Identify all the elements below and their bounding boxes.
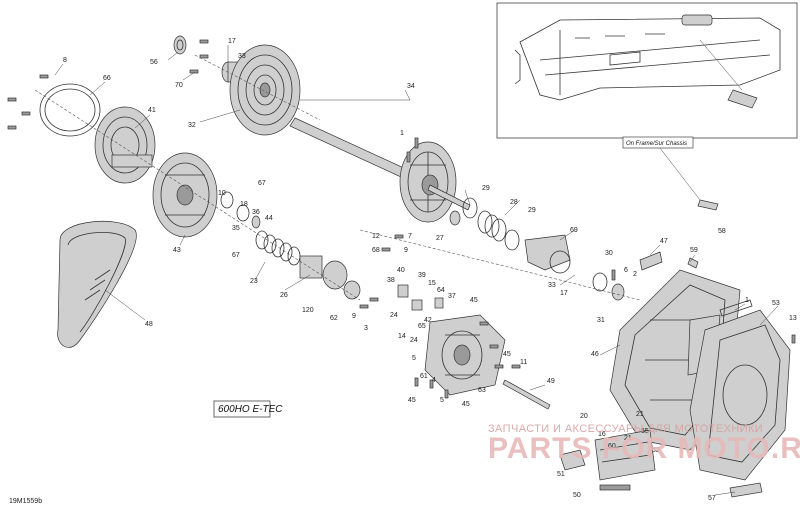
part-label: 24 xyxy=(410,337,418,344)
part-label: 68 xyxy=(372,247,380,254)
part-label: 31 xyxy=(597,317,605,324)
watermark: ЗАПЧАСТИ И АКСЕССУАРЫ ДЛЯ МОТОТЕХНИКИ PA… xyxy=(488,423,800,465)
inset-callout: On Frame/Sur Chassis xyxy=(626,141,687,147)
part-label: 4 xyxy=(432,377,436,384)
frame-inset: On Frame/Sur Chassis xyxy=(496,2,798,211)
part-label: 67 xyxy=(258,180,266,187)
part-label: 63 xyxy=(478,387,486,394)
part-label: 69 xyxy=(570,227,578,234)
part-label: 29 xyxy=(482,185,490,192)
part-label: 1 xyxy=(745,297,749,304)
part-label: 30 xyxy=(605,250,613,257)
chaincase-assembly xyxy=(359,284,551,410)
part-label: 33 xyxy=(548,282,556,289)
part-label: 53 xyxy=(772,300,780,307)
part-label: 3 xyxy=(364,325,368,332)
driven-pulley-assembly xyxy=(289,117,641,301)
part-label: 42 xyxy=(424,317,432,324)
part-label: 8 xyxy=(63,57,67,64)
model-label-text: 600HO E-TEC xyxy=(218,404,283,415)
part-label: 28 xyxy=(510,199,518,206)
watermark-tagline: ЗАПЧАСТИ И АКСЕССУАРЫ ДЛЯ МОТОТЕХНИКИ xyxy=(488,423,763,435)
part-label: 50 xyxy=(573,492,581,499)
part-label: 14 xyxy=(398,333,406,340)
part-label: 6 xyxy=(624,267,628,274)
part-label: 23 xyxy=(250,278,258,285)
part-label: 5 xyxy=(440,397,444,404)
part-label: 21 xyxy=(624,435,632,442)
part-label: 9 xyxy=(352,313,356,320)
part-label: 35 xyxy=(232,225,240,232)
part-label: 12 xyxy=(372,233,380,240)
part-label: 70 xyxy=(175,82,183,89)
part-label: 39 xyxy=(418,272,426,279)
part-label: 46 xyxy=(591,351,599,358)
belt-guard-assembly xyxy=(559,251,796,498)
part-label: 24 xyxy=(390,312,398,319)
figure-id: 19M1559b xyxy=(9,498,42,505)
part-label: 47 xyxy=(660,238,668,245)
part-label: 120 xyxy=(302,307,314,314)
driven-spring xyxy=(477,210,507,242)
leader-lines xyxy=(54,45,779,496)
part-label: 55 xyxy=(641,428,649,435)
watermark-logo: PARTS FOR MOTO.RU xyxy=(488,432,800,465)
part-label: 29 xyxy=(528,207,536,214)
part-label: 38 xyxy=(387,277,395,284)
part-label: 59 xyxy=(690,247,698,254)
part-label: 32 xyxy=(188,122,196,129)
part-label: 16 xyxy=(598,431,606,438)
part-label: 17 xyxy=(228,38,236,45)
part-label: 52 xyxy=(652,447,660,454)
part-label: 27 xyxy=(436,235,444,242)
part-label: 56 xyxy=(150,59,158,66)
part-label: 62 xyxy=(330,315,338,322)
part-label: 40 xyxy=(397,267,405,274)
part-label: 26 xyxy=(280,292,288,299)
part-label: 57 xyxy=(708,495,716,502)
part-label: 45 xyxy=(470,297,478,304)
part-label: 2 xyxy=(633,271,637,278)
part-label: 41 xyxy=(148,107,156,114)
part-label: 36 xyxy=(252,209,260,216)
part-label: 11 xyxy=(520,359,527,366)
part-label: 61 xyxy=(420,373,428,380)
part-label: 34 xyxy=(407,83,415,90)
part-label: 60 xyxy=(608,443,616,450)
part-label: 18 xyxy=(240,201,248,208)
part-label: 49 xyxy=(547,378,555,385)
part-label: 66 xyxy=(103,75,111,82)
part-label: 13 xyxy=(789,315,797,322)
part-label: 45 xyxy=(462,401,470,408)
part-label: 21 xyxy=(636,411,644,418)
drive-pulley-assembly xyxy=(7,35,361,301)
part-label: 51 xyxy=(557,471,565,478)
part-label: 45 xyxy=(503,351,511,358)
part-label: 33 xyxy=(238,53,246,60)
model-label: 600HO E-TEC xyxy=(213,400,283,418)
part-label: 15 xyxy=(428,280,436,287)
part-label: 43 xyxy=(173,247,181,254)
part-label: 44 xyxy=(265,215,273,222)
part-label: 37 xyxy=(448,293,456,300)
part-label: 17 xyxy=(560,290,568,297)
part-label: 9 xyxy=(404,247,408,254)
part-label: 48 xyxy=(145,321,153,328)
part-labels: 17 33 56 70 32 8 66 41 34 1 67 10 18 36 … xyxy=(63,38,797,502)
drive-spring xyxy=(255,230,301,266)
part-label: 45 xyxy=(408,397,416,404)
part-label: 65 xyxy=(418,323,426,330)
part-label: 1 xyxy=(400,130,404,137)
part-label: 5 xyxy=(412,355,416,362)
part-label: 7 xyxy=(408,233,412,240)
part-label: 10 xyxy=(218,190,226,197)
drive-belt xyxy=(57,220,137,348)
part-label: 58 xyxy=(718,228,726,235)
part-label: 20 xyxy=(580,413,588,420)
part-label: 64 xyxy=(437,287,445,294)
part-label: 67 xyxy=(232,252,240,259)
